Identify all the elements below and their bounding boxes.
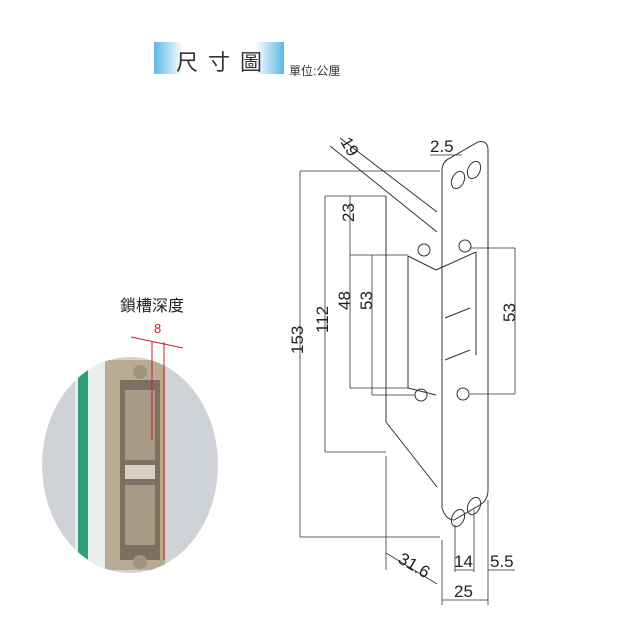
dim-hole-edge: 5.5 [490,552,514,571]
dim-inner-height: 48 [335,291,354,310]
slot-depth-value: 8 [154,321,161,336]
page-title: 尺寸圖 [175,50,272,75]
dim-plate-gap: 2.5 [430,137,454,156]
unit-label: 單位:公厘 [289,64,341,78]
dim-screw-spacing-right: 53 [500,303,519,322]
dim-hole-spacing: 14 [454,552,473,571]
dim-body-height: 112 [313,306,332,333]
dim-total-height: 153 [288,326,307,354]
dim-plate-width: 25 [454,582,473,601]
dim-top-offset: 23 [339,203,358,222]
inset-photo: 8 [42,321,218,573]
slot-depth-label: 鎖槽深度 [120,298,185,315]
dim-depth: 31.6 [395,549,433,582]
dimension-lines [299,154,516,605]
strike-plate [329,137,489,528]
dim-screw-spacing-left: 53 [357,291,376,310]
title-banner: 尺寸圖 [154,42,284,75]
